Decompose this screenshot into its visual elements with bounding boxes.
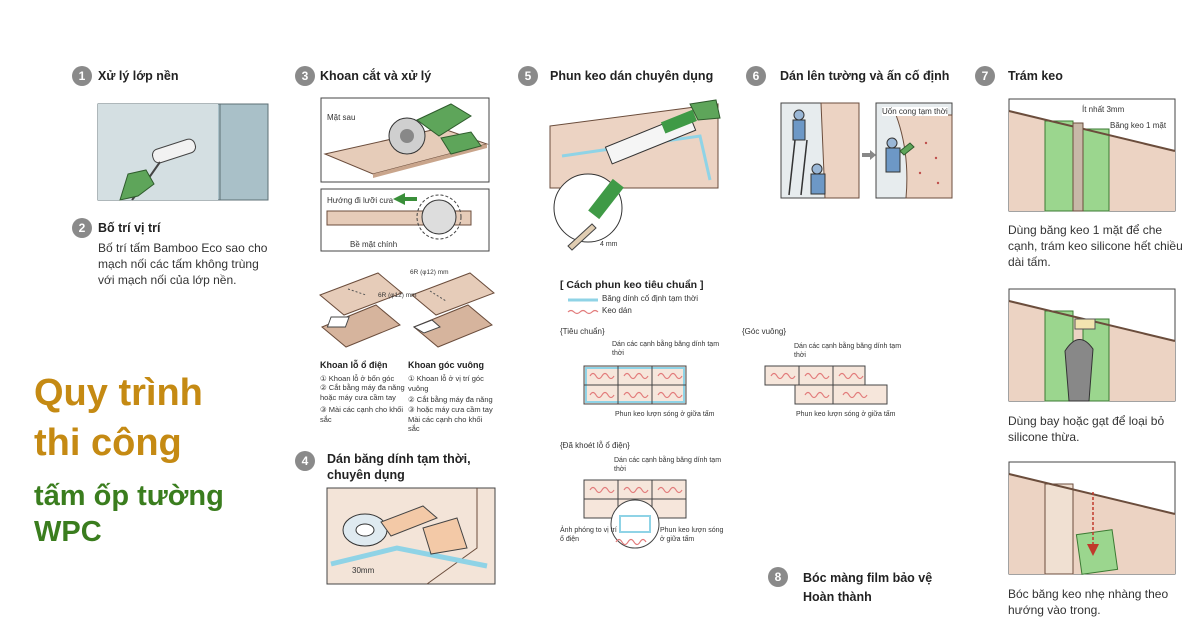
- legend-glue-label: Keo dán: [602, 306, 632, 315]
- step-8-title: Bóc màng film bảo vệ: [803, 571, 933, 585]
- corner-cut-item-2: ② Cắt bằng máy đa năng: [408, 395, 493, 404]
- corner-cut-item-3: ③ hoặc máy cưa cầm tay Mài các cạnh cho …: [408, 405, 493, 433]
- step-3-title: Khoan cắt và xử lý: [320, 69, 432, 83]
- step-5-title: Phun keo dán chuyên dụng: [550, 69, 714, 83]
- outlet-hole-item-1: ① Khoan lỗ ở bốn góc: [320, 374, 395, 383]
- step-3-saw-direction: [320, 188, 490, 252]
- step-7-tape-illustration: [1008, 98, 1176, 212]
- legend-tape-label: Băng dính cố định tạm thời: [602, 294, 698, 303]
- title-line-4: WPC: [34, 516, 102, 548]
- step-7-title: Trám keo: [1008, 69, 1063, 83]
- standard-method-heading: [ Cách phun keo tiêu chuẩn ]: [560, 279, 704, 291]
- step-2-title: Bố trí vị trí: [98, 221, 161, 235]
- step-8-complete: Hoàn thành: [803, 590, 872, 604]
- title-line-1: Quy trình: [34, 372, 203, 414]
- right-angle-edges-note: Dán các cạnh bằng băng dính tạm thời: [794, 343, 902, 359]
- outlet-layout-diagram: [583, 479, 687, 549]
- step-7-peel-illustration: [1008, 461, 1176, 575]
- nozzle-dimension-label: 4 mm: [600, 241, 618, 248]
- back-side-label: Mặt sau: [327, 113, 356, 122]
- step-5-glue-gun-illustration: [549, 99, 721, 251]
- standard-edges-note: Dán các cạnh bằng băng dính tạm thời: [612, 341, 720, 357]
- step-2-number: 2: [72, 218, 92, 238]
- standard-label: {Tiêu chuẩn}: [560, 327, 605, 336]
- step-7-desc-1: Dùng băng keo 1 mặt để che cạnh, trám ke…: [1008, 223, 1183, 269]
- step-7-number: 7: [975, 66, 995, 86]
- outlet-edges-note: Dán các cạnh bằng băng dính tạm thời: [614, 457, 722, 473]
- step-3-number: 3: [295, 66, 315, 86]
- step-6-wall-left-illustration: [780, 102, 860, 199]
- legend-tape-swatch: [568, 298, 598, 302]
- right-angle-label: {Góc vuông}: [742, 327, 787, 336]
- tape-one-side-label: Băng keo 1 mặt: [1110, 121, 1167, 130]
- corner-cut-item-1: ① Khoan lỗ ở vị trí góc vuông: [408, 374, 484, 393]
- dimension-label-1: 6R (φ12) mm: [410, 269, 449, 276]
- step-6-number: 6: [746, 66, 766, 86]
- step-4-tape-illustration: [326, 487, 496, 585]
- outlet-zoom-note: Ảnh phóng to vị trí ổ điện: [560, 527, 617, 543]
- step-1-number: 1: [72, 66, 92, 86]
- title-line-3: tấm ốp tường: [34, 480, 224, 512]
- step-1-illustration: [97, 103, 269, 201]
- temporary-bend-label: Uốn cong tạm thời: [882, 107, 948, 116]
- outlet-wave-note: Phun keo lượn sóng ở giữa tấm: [660, 527, 724, 543]
- dimension-label-2: 6R (φ12) mm: [378, 292, 417, 299]
- step-2-description: Bố trí tấm Bamboo Eco sao cho mạch nối c…: [98, 241, 268, 287]
- outlet-hole-title: Khoan lỗ ổ điện: [320, 360, 388, 370]
- step-1-title: Xử lý lớp nền: [98, 69, 179, 83]
- step-7-scraper-illustration: [1008, 288, 1176, 402]
- standard-wave-note: Phun keo lượn sóng ở giữa tấm: [615, 411, 715, 418]
- step-3-corner-cut-panel: [411, 272, 495, 348]
- outlet-hole-item-2: ② Cắt bằng máy đa năng hoặc máy cưa cầm …: [320, 383, 405, 402]
- step-6-wall-right-illustration: [875, 102, 953, 199]
- legend-glue-swatch: [567, 309, 599, 315]
- outlet-hole-item-3: ③ Mài các cạnh cho khối sắc: [320, 405, 404, 424]
- step-4-title: Dán băng dính tạm thời, chuyên dụng: [327, 452, 471, 482]
- standard-layout-diagram: [583, 365, 687, 405]
- min-gap-label: Ít nhất 3mm: [1082, 105, 1125, 114]
- arrow-icon: [862, 150, 876, 160]
- step-3-cutting-illustration: [320, 97, 490, 183]
- step-4-number: 4: [295, 451, 315, 471]
- step-3-outlet-hole-panel: [319, 272, 403, 348]
- step-7-desc-2: Dùng bay hoặc gạt để loại bỏ silicone th…: [1008, 414, 1165, 444]
- step-7-desc-3: Bóc băng keo nhẹ nhàng theo hướng vào tr…: [1008, 587, 1169, 617]
- step-6-title: Dán lên tường và ấn cố định: [780, 69, 950, 83]
- outlet-cut-label: {Đã khoét lỗ ổ điện}: [560, 441, 630, 450]
- tape-width-label: 30mm: [352, 566, 375, 575]
- main-surface-label: Bề mặt chính: [350, 240, 398, 249]
- right-angle-layout-diagram: [764, 365, 888, 405]
- right-angle-wave-note: Phun keo lượn sóng ở giữa tấm: [796, 411, 896, 418]
- title-line-2: thi công: [34, 422, 182, 464]
- corner-cut-title: Khoan góc vuông: [408, 360, 484, 370]
- saw-direction-label: Hướng đi lưỡi cưa: [327, 196, 394, 205]
- step-8-number: 8: [768, 567, 788, 587]
- step-5-number: 5: [518, 66, 538, 86]
